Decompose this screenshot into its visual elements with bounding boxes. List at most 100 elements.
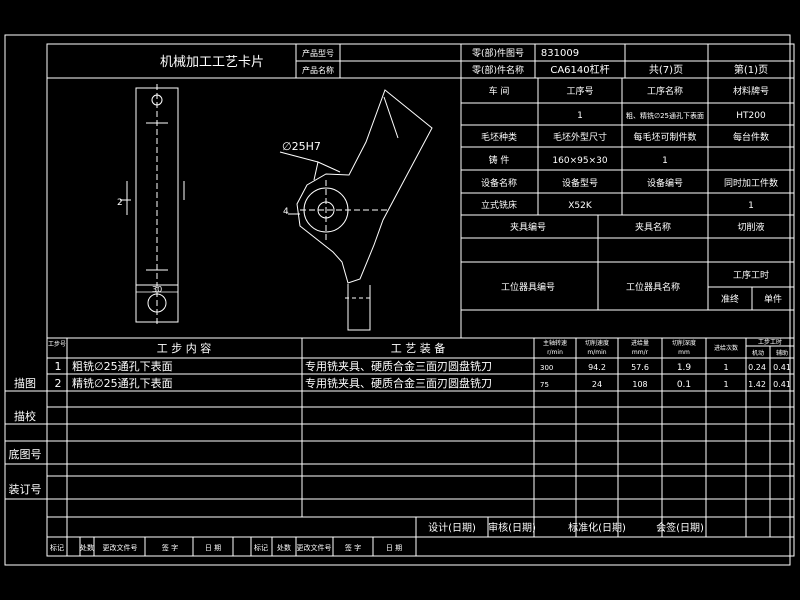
- review-date-label: 审核(日期): [488, 521, 536, 534]
- unit-time-label: 单件: [764, 293, 782, 305]
- step-cell-feed: 57.6: [631, 363, 649, 372]
- change-doc-label-2: 更改文件号: [297, 543, 332, 552]
- step-time-header: 工步工时: [758, 338, 782, 346]
- step-cell-content: 精铣∅25通孔下表面: [72, 376, 173, 390]
- step-cell-speed: 300: [540, 364, 553, 372]
- countersign-date-label: 会签(日期): [656, 521, 704, 534]
- step-no-header: 工步号: [48, 340, 66, 348]
- side-label-check: 描校: [14, 409, 36, 423]
- feed-unit: mm/r: [632, 349, 649, 356]
- cutting-speed-unit: m/min: [587, 349, 606, 356]
- product-model-label: 产品型号: [302, 48, 334, 58]
- step-cell-equip: 专用铣夹具、硬质合金三面刃圆盘铣刀: [305, 376, 492, 390]
- station-tool-no-label: 工位器具编号: [501, 281, 555, 293]
- step-cell-cut-speed: 94.2: [588, 363, 606, 372]
- step-content-header: 工 步 内 容: [157, 341, 212, 355]
- simul-parts-value: 1: [748, 201, 754, 211]
- date-label-2: 日 期: [386, 544, 402, 552]
- dim-left: 2: [117, 198, 123, 208]
- step-cell-depth: 0.1: [677, 380, 691, 390]
- side-labels: 描图 描校 底图号 装订号: [9, 376, 42, 496]
- parts-per-blank-value: 1: [662, 156, 668, 166]
- depth-unit: mm: [678, 349, 690, 356]
- card-title: 机械加工工艺卡片: [160, 55, 264, 70]
- date-label: 日 期: [205, 544, 221, 552]
- equip-model-label: 设备型号: [562, 177, 598, 189]
- equip-no-label: 设备编号: [647, 177, 683, 189]
- step-cell-content: 粗铣∅25通孔下表面: [72, 359, 173, 373]
- fixture-no-label: 夹具编号: [510, 221, 546, 233]
- part-no-label: 零(部)件图号: [472, 47, 524, 59]
- count-label: 处数: [80, 543, 94, 552]
- cutting-speed-header: 切削速度: [585, 339, 609, 347]
- part-drawing: [120, 84, 433, 331]
- step-row: 2 精铣∅25通孔下表面 专用铣夹具、硬质合金三面刃圆盘铣刀 75 24 108 0.1 1 1…: [55, 376, 791, 390]
- step-cell-cut-speed: 24: [592, 380, 602, 389]
- step-cell-aux: 0.41: [773, 363, 791, 372]
- step-cell-machine: 1.42: [748, 380, 766, 389]
- step-cell-speed: 75: [540, 381, 549, 389]
- op-name-label: 工序名称: [647, 85, 683, 97]
- step-cell-passes: 1: [723, 363, 728, 372]
- aux-time-header: 辅助: [776, 349, 788, 357]
- side-label-base-no: 底图号: [9, 447, 42, 461]
- signoff-block: 设计(日期) 审核(日期) 标准化(日期) 会签(日期) 标记 处数 更改文件号…: [50, 521, 704, 552]
- standard-date-label: 标准化(日期): [568, 521, 626, 534]
- step-cell-equip: 专用铣夹具、硬质合金三面刃圆盘铣刀: [305, 359, 492, 373]
- product-name-label: 产品名称: [302, 65, 334, 75]
- op-no-value: 1: [577, 111, 583, 121]
- blank-size-label: 毛坯外型尺寸: [553, 131, 607, 143]
- lever-front-view: [296, 89, 433, 284]
- step-row: 1 粗铣∅25通孔下表面 专用铣夹具、硬质合金三面刃圆盘铣刀 300 94.2 57.6 1…: [55, 359, 791, 373]
- sign-label: 签 字: [162, 543, 178, 552]
- equipment-header: 工 艺 装 备: [391, 341, 446, 355]
- blank-type-value: 铸 件: [489, 154, 510, 166]
- design-date-label: 设计(日期): [428, 521, 476, 534]
- step-cell-machine: 0.24: [748, 363, 766, 372]
- border-lines: [4, 34, 795, 566]
- process-info-table: 车 间 工序号 工序名称 材料牌号 1 粗、精铣∅25通孔下表面 HT200 毛…: [481, 85, 782, 305]
- change-doc-label: 更改文件号: [103, 543, 138, 552]
- step-cell-feed: 108: [632, 380, 647, 389]
- sign-label-2: 签 字: [345, 543, 361, 552]
- dim-bore: ∅25H7: [282, 140, 321, 153]
- mark-label-2: 标记: [254, 543, 268, 552]
- part-name-label: 零(部)件名称: [472, 64, 524, 76]
- spindle-speed-header: 主轴转速: [543, 339, 567, 347]
- op-time-label: 工序工时: [733, 269, 769, 281]
- step-cell-no: 2: [55, 377, 62, 390]
- side-label-binding-no: 装订号: [9, 483, 42, 496]
- fixture-name-label: 夹具名称: [635, 221, 671, 233]
- equip-name-value: 立式铣床: [481, 199, 517, 211]
- total-pages: 共(7)页: [649, 64, 683, 76]
- workshop-label: 车 间: [489, 85, 510, 97]
- part-no-value: 831009: [541, 48, 579, 59]
- op-no-label: 工序号: [566, 85, 593, 97]
- step-cell-depth: 1.9: [677, 363, 692, 373]
- dim-width: 30: [152, 285, 162, 294]
- simul-parts-label: 同时加工件数: [724, 177, 778, 189]
- equip-model-value: X52K: [568, 201, 593, 211]
- mark-label: 标记: [50, 543, 64, 552]
- material-value: HT200: [736, 111, 766, 121]
- prep-time-label: 准终: [721, 293, 739, 305]
- parts-per-blank-label: 每毛坯可制件数: [633, 131, 696, 143]
- step-table-header: 工步号 工 步 内 容 工 艺 装 备 主轴转速 r/min 切削速度 m/mi…: [48, 338, 788, 357]
- machine-time-header: 机动: [752, 349, 764, 357]
- spindle-speed-unit: r/min: [547, 349, 563, 356]
- units-per-machine-label: 每台件数: [733, 131, 769, 143]
- step-cell-no: 1: [55, 360, 62, 373]
- step-cell-passes: 1: [723, 380, 728, 389]
- coolant-label: 切削液: [737, 221, 764, 233]
- blank-size-value: 160×95×30: [552, 156, 607, 166]
- equip-name-label: 设备名称: [481, 177, 517, 189]
- part-name-value: CA6140杠杆: [550, 63, 609, 76]
- depth-header: 切削深度: [672, 339, 696, 347]
- count-label-2: 处数: [277, 543, 291, 552]
- step-cell-aux: 0.41: [773, 380, 791, 389]
- lever-side-view: [135, 87, 179, 323]
- blank-type-label: 毛坯种类: [481, 131, 517, 143]
- station-tool-name-label: 工位器具名称: [626, 281, 680, 293]
